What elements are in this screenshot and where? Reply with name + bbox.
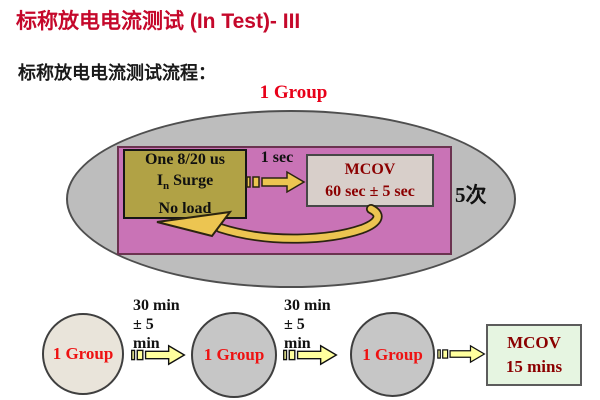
final-mcov-box: MCOV 15 mins — [486, 324, 582, 386]
surge-line3: No load — [158, 199, 212, 217]
mcov-box: MCOV 60 sec ± 5 sec — [306, 154, 434, 207]
striped-arrow-icon — [283, 344, 338, 366]
final-line1: MCOV — [507, 333, 561, 352]
wait-label-1: 30 min ± 5 min — [133, 297, 180, 352]
repeat-count-label: 5次 — [455, 183, 487, 207]
page-title: 标称放电电流测试 (In Test)- III — [16, 10, 301, 33]
curved-return-arrow-icon — [156, 204, 383, 244]
group-circle-1: 1 Group — [42, 313, 124, 395]
surge-line1: One 8/20 us — [144, 151, 225, 169]
group-circle-3: 1 Group — [350, 312, 435, 397]
striped-arrow-icon — [246, 170, 306, 194]
wait-label-2: 30 min ± 5 min — [284, 297, 331, 352]
flow-subtitle: 标称放电电流测试流程： — [18, 63, 216, 83]
final-line2: 15 mins — [505, 357, 563, 376]
surge-line2: In Surge — [156, 172, 214, 193]
striped-arrow-icon — [437, 344, 486, 364]
mcov-line1: MCOV — [344, 160, 396, 178]
mcov-line2: 60 sec ± 5 sec — [325, 182, 415, 200]
group-circle-2: 1 Group — [191, 312, 277, 398]
striped-arrow-icon — [131, 344, 186, 366]
group-label-top: 1 Group — [259, 82, 328, 103]
interval-label: 1 sec — [260, 149, 294, 166]
